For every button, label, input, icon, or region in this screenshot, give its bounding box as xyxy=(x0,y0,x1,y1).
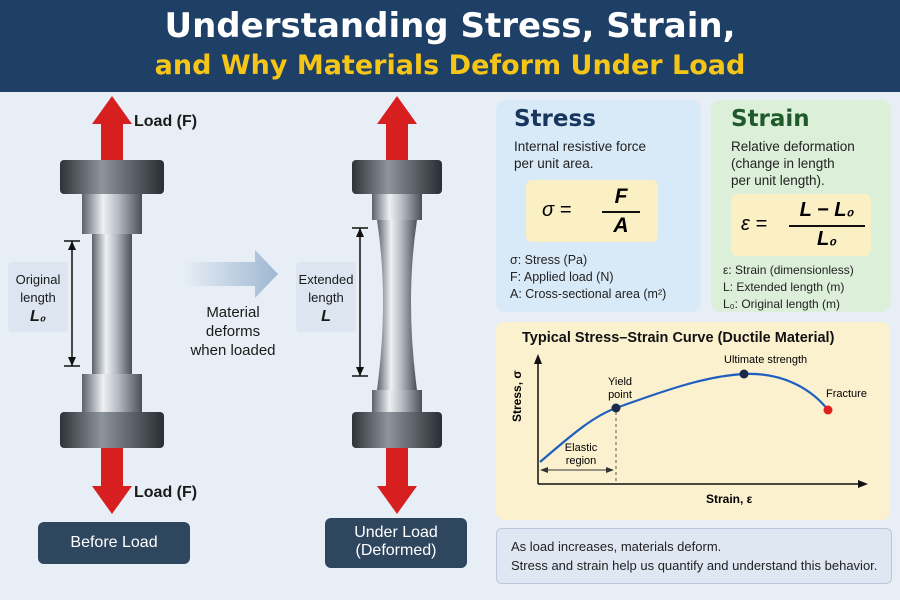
extended-length-callout xyxy=(296,262,356,332)
stress-legend: σ: Stress (Pa) F: Applied load (N) A: Cr… xyxy=(510,252,666,303)
extended-length-label-2: length xyxy=(308,290,344,305)
elastic-arrowhead-right xyxy=(606,467,614,473)
extended-length-label: Extended xyxy=(298,272,354,287)
original-length-callout xyxy=(8,262,68,332)
stress-formula-den: A xyxy=(613,214,629,237)
strain-formula-lhs: ε = xyxy=(741,213,768,235)
chart-y-label: Stress, σ xyxy=(510,370,524,422)
load-label-top: Load (F) xyxy=(134,113,198,130)
page-subtitle: and Why Materials Deform Under Load xyxy=(154,50,746,81)
chart-title: Typical Stress–Strain Curve (Ductile Mat… xyxy=(522,330,835,346)
load-label-bottom: Load (F) xyxy=(134,484,198,501)
strain-formula-num: L − L₀ xyxy=(799,199,855,221)
stress-strain-curve xyxy=(539,372,829,463)
strain-legend-item: L: Extended length (m) xyxy=(723,280,845,294)
stress-description: Internal resistive force per unit area. xyxy=(514,138,646,172)
strain-legend: ε: Strain (dimensionless) L: Extended le… xyxy=(723,262,854,313)
specimen-before xyxy=(8,96,164,514)
fracture-label: Fracture xyxy=(826,388,867,400)
strain-desc-3: per unit length). xyxy=(731,173,825,188)
elastic-arrowhead-left xyxy=(540,467,548,473)
top-load-arrow xyxy=(92,96,132,160)
transition-text-2: deforms xyxy=(205,323,261,340)
bottom-grip-2 xyxy=(352,412,442,448)
strain-formula: ε = L − L₀ L₀ xyxy=(731,194,871,256)
strain-legend-item: ε: Strain (dimensionless) xyxy=(723,263,854,277)
strain-card: Strain Relative deformation (change in l… xyxy=(711,100,891,312)
stress-strain-chart-card: Typical Stress–Strain Curve (Ductile Mat… xyxy=(496,322,890,520)
note-line-1: As load increases, materials deform. xyxy=(511,539,722,554)
stress-fraction-bar xyxy=(602,211,640,213)
bottom-load-arrow xyxy=(92,448,132,514)
before-load-button: Before Load xyxy=(38,522,190,564)
specimen-deformed xyxy=(296,96,442,514)
top-grip-2 xyxy=(352,160,442,194)
top-load-arrow-2 xyxy=(377,96,417,160)
x-axis-arrowhead xyxy=(858,480,868,488)
note-line-2: Stress and strain help us quantify and u… xyxy=(511,558,878,573)
transition-text-3: when loaded xyxy=(190,342,276,359)
page-title: Understanding Stress, Strain, xyxy=(164,6,736,46)
stress-formula: σ = F A xyxy=(526,180,658,242)
fracture-marker xyxy=(823,405,833,415)
strain-legend-item: L₀: Original length (m) xyxy=(723,297,841,311)
specimen-illustration xyxy=(8,96,442,514)
ultimate-strength-label: Ultimate strength xyxy=(724,354,808,366)
under-load-label-2: (Deformed) xyxy=(355,542,437,559)
strain-desc-1: Relative deformation xyxy=(731,139,855,154)
necked-gauge xyxy=(377,220,417,390)
strain-description: Relative deformation (change in length p… xyxy=(731,138,881,189)
stress-legend-item: A: Cross-sectional area (m²) xyxy=(510,287,667,301)
original-length-label-2: length xyxy=(20,290,56,305)
bottom-load-arrow-2 xyxy=(377,448,417,514)
strain-fraction-bar xyxy=(789,225,865,227)
elastic-region-label: Elastic region xyxy=(564,442,598,467)
under-load-label-1: Under Load xyxy=(354,524,438,541)
extended-length-symbol: L xyxy=(321,308,331,325)
ultimate-strength-marker xyxy=(739,369,749,379)
transition-arrow xyxy=(185,250,278,298)
bottom-grip xyxy=(60,412,164,448)
transition-text-1: Material xyxy=(206,304,260,321)
strain-desc-2: (change in length xyxy=(731,156,835,171)
top-grip xyxy=(60,160,164,194)
under-load-button: Under Load (Deformed) xyxy=(325,518,467,568)
stress-legend-item: σ: Stress (Pa) xyxy=(510,253,588,267)
summary-note: As load increases, materials deform. Str… xyxy=(496,528,892,584)
yield-point-label: Yield point xyxy=(607,376,633,401)
original-length-label: Original xyxy=(15,272,61,287)
strain-formula-den: L₀ xyxy=(816,228,838,250)
stress-desc-2: per unit area. xyxy=(514,156,594,171)
stress-card: Stress Internal resistive force per unit… xyxy=(496,100,701,312)
gauge-section xyxy=(92,234,132,374)
chart-x-label: Strain, ε xyxy=(706,492,753,506)
stress-strain-chart xyxy=(534,354,868,488)
header-banner: Understanding Stress, Strain, and Why Ma… xyxy=(0,0,900,92)
stress-formula-num: F xyxy=(614,185,628,208)
stress-desc-1: Internal resistive force xyxy=(514,139,647,154)
stress-legend-item: F: Applied load (N) xyxy=(510,270,614,284)
stress-title: Stress xyxy=(514,106,596,132)
original-length-symbol: L₀ xyxy=(29,308,47,325)
y-axis-arrowhead xyxy=(534,354,542,364)
stress-formula-lhs: σ = xyxy=(542,199,572,221)
yield-point-marker xyxy=(611,403,621,413)
strain-title: Strain xyxy=(731,106,810,132)
